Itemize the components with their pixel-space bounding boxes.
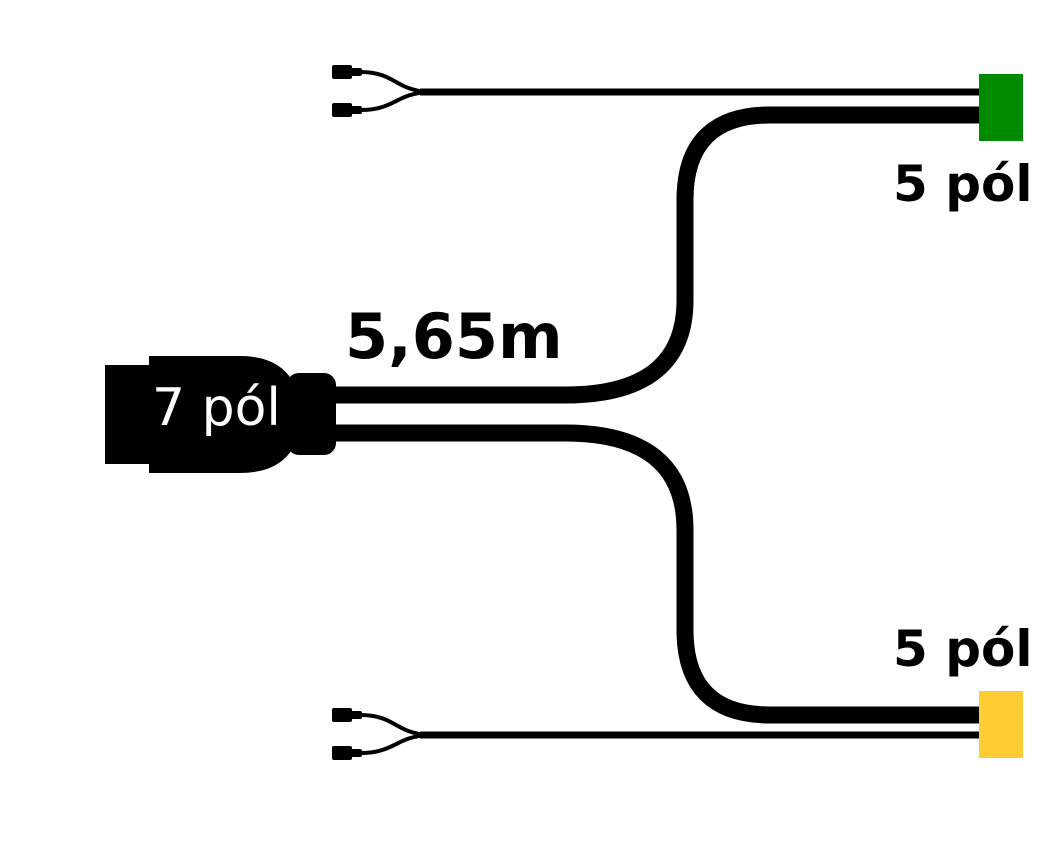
cable-length-label: 5,65m	[345, 300, 563, 373]
bottom-connector-label: 5 pól	[893, 620, 1033, 678]
wire-terminal-icon	[332, 65, 352, 79]
bottom-auxiliary-wire	[332, 708, 980, 760]
7-pin-plug-icon	[105, 356, 336, 473]
wire-terminal-icon	[332, 746, 352, 760]
wire-terminal-icon	[332, 103, 352, 117]
top-5-pin-connector	[979, 74, 1023, 141]
bottom-5-pin-connector	[979, 691, 1023, 758]
main-cable-top-branch	[330, 106, 980, 404]
top-auxiliary-wire	[332, 65, 980, 117]
wire-terminal-icon	[332, 708, 352, 722]
main-cable-bottom-branch	[330, 424, 980, 724]
main-plug-label: 7 pól	[152, 378, 281, 438]
top-connector-label: 5 pól	[893, 155, 1033, 213]
